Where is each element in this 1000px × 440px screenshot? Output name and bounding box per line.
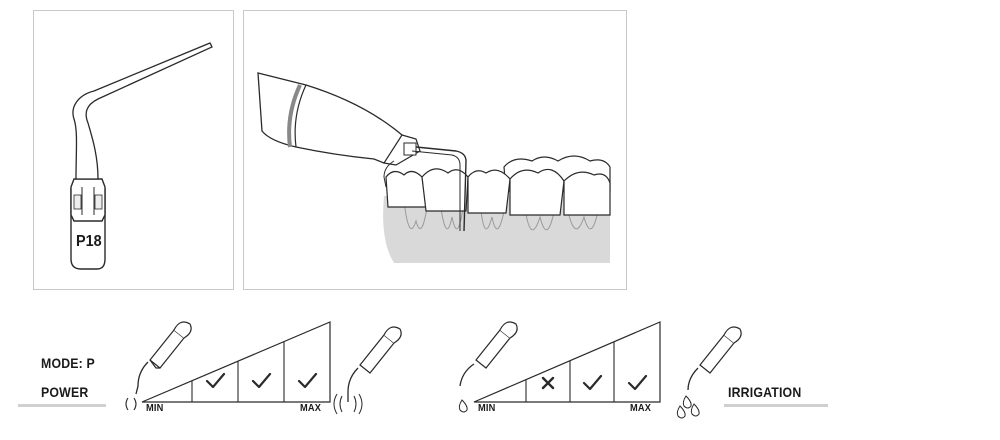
handpiece-tip-icon	[135, 321, 192, 395]
handpiece-tip-icon-irrigation-max	[687, 326, 742, 391]
handpiece-tip-icon-irrigation-min	[459, 321, 518, 387]
irrigation-underline	[724, 404, 828, 407]
irrigation-max-label: MAX	[630, 402, 652, 414]
power-level-1-check-icon	[205, 372, 226, 389]
power-level-3-check-icon	[297, 372, 318, 389]
scaler-tip-p18-icon	[70, 42, 213, 270]
handpiece-tip-icon-max	[347, 326, 402, 402]
water-drops-icon	[676, 395, 700, 419]
water-drop-icon	[458, 399, 468, 413]
irrigation-level-2-check-icon	[582, 374, 603, 391]
tooth-scaling-illustration	[257, 72, 611, 263]
irrigation-level-3-check-icon	[627, 374, 648, 391]
irrigation-min-label: MIN	[478, 402, 496, 414]
tip-illustration-panel: P18	[33, 10, 234, 290]
vibration-waves-icon	[125, 397, 137, 411]
vibration-waves-strong-icon	[333, 393, 363, 415]
mode-label: MODE: P	[41, 355, 95, 371]
power-min-label: MIN	[146, 402, 164, 414]
irrigation-label: IRRIGATION	[728, 384, 802, 400]
power-level-2-check-icon	[251, 372, 272, 389]
tooth-usage-panel	[243, 10, 627, 290]
power-label: POWER	[41, 384, 89, 400]
power-underline	[18, 404, 106, 407]
power-max-label: MAX	[300, 402, 322, 414]
tip-code-label: P18	[76, 233, 102, 250]
irrigation-level-1-cross-icon	[541, 376, 555, 390]
irrigation-scale-triangle	[473, 321, 661, 403]
power-scale-triangle	[141, 321, 331, 403]
